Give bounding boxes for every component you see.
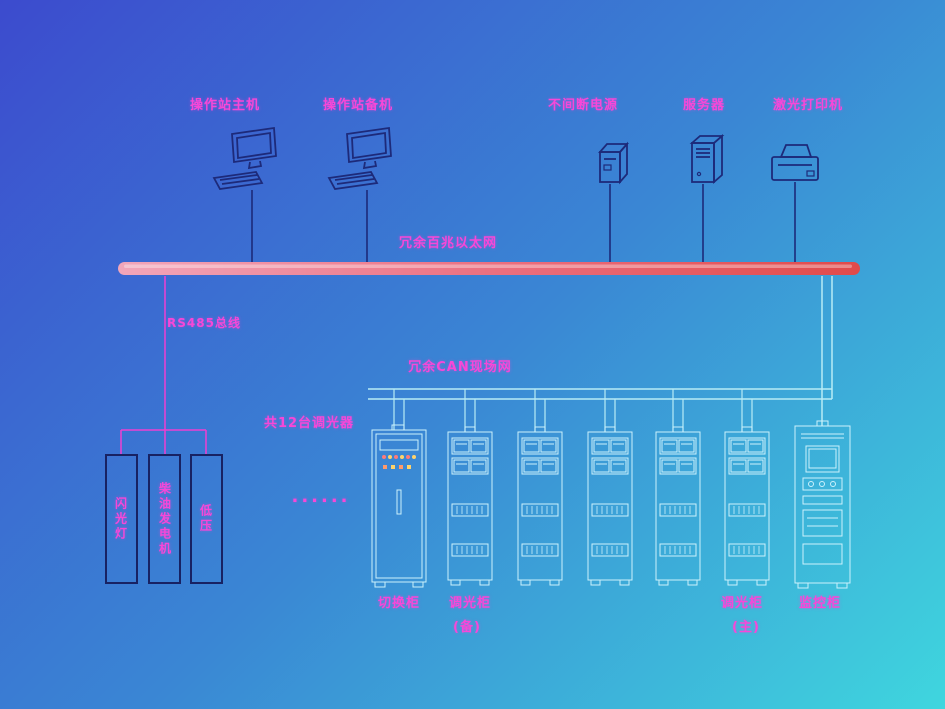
workstation-backup-icon — [328, 127, 392, 190]
can-bus-lines — [368, 388, 832, 400]
dimmer-cabinet-4 — [655, 426, 701, 586]
label-dimmer-cabinet-main-note: (主) — [732, 620, 760, 635]
device-drop-lines — [251, 182, 796, 262]
label-workstation-main: 操作站主机 — [189, 98, 261, 113]
laser-printer-icon — [771, 144, 819, 181]
monitor-cabinet-icon — [794, 420, 851, 589]
label-server: 服务器 — [682, 98, 726, 113]
switch-cabinet-icon — [371, 424, 427, 588]
diesel-generator-box — [148, 454, 181, 584]
flash-light-box — [105, 454, 138, 584]
label-switch-cabinet: 切换柜 — [377, 596, 421, 611]
ethernet-to-monitor-cabinet-lines — [821, 276, 833, 426]
dimmer-cabinet-2 — [517, 426, 563, 586]
low-voltage-box — [190, 454, 223, 584]
dimmer-cabinet-3 — [587, 426, 633, 586]
label-dimmer-cabinet-main: 调光柜 — [720, 596, 764, 611]
label-rs485-bus: RS485总线 — [167, 316, 241, 330]
label-ups: 不间断电源 — [547, 98, 619, 113]
ethernet-bus-highlight — [124, 264, 852, 268]
label-low-voltage: 低压 — [198, 504, 213, 534]
label-flash-light: 闪光灯 — [113, 496, 128, 542]
ups-icon — [599, 143, 628, 183]
label-workstation-backup: 操作站备机 — [322, 98, 394, 113]
rs485-lines — [120, 276, 207, 455]
label-dimmer-cabinet-backup: 调光柜 — [448, 596, 492, 611]
dimmer-cabinet-1 — [447, 426, 493, 586]
label-dimmer-count: 共12台调光器 — [263, 416, 355, 431]
label-ethernet-bus: 冗余百兆以太网 — [398, 236, 498, 251]
label-can-network: 冗余CAN现场网 — [408, 360, 512, 375]
label-dimmer-cabinet-backup-note: (备) — [453, 620, 481, 635]
workstation-main-icon — [213, 127, 277, 190]
label-monitor-cabinet: 监控柜 — [798, 596, 842, 611]
label-diesel-generator: 柴油发电机 — [157, 481, 172, 557]
label-laser-printer: 激光打印机 — [772, 98, 844, 113]
field-device-boxes — [105, 454, 223, 584]
server-icon — [691, 135, 723, 183]
dimmer-cabinet-5 — [724, 426, 770, 586]
ellipsis-more-cabinets: ...... — [291, 486, 351, 507]
ethernet-bus-bar — [118, 262, 860, 275]
can-drop-lines — [393, 389, 753, 432]
